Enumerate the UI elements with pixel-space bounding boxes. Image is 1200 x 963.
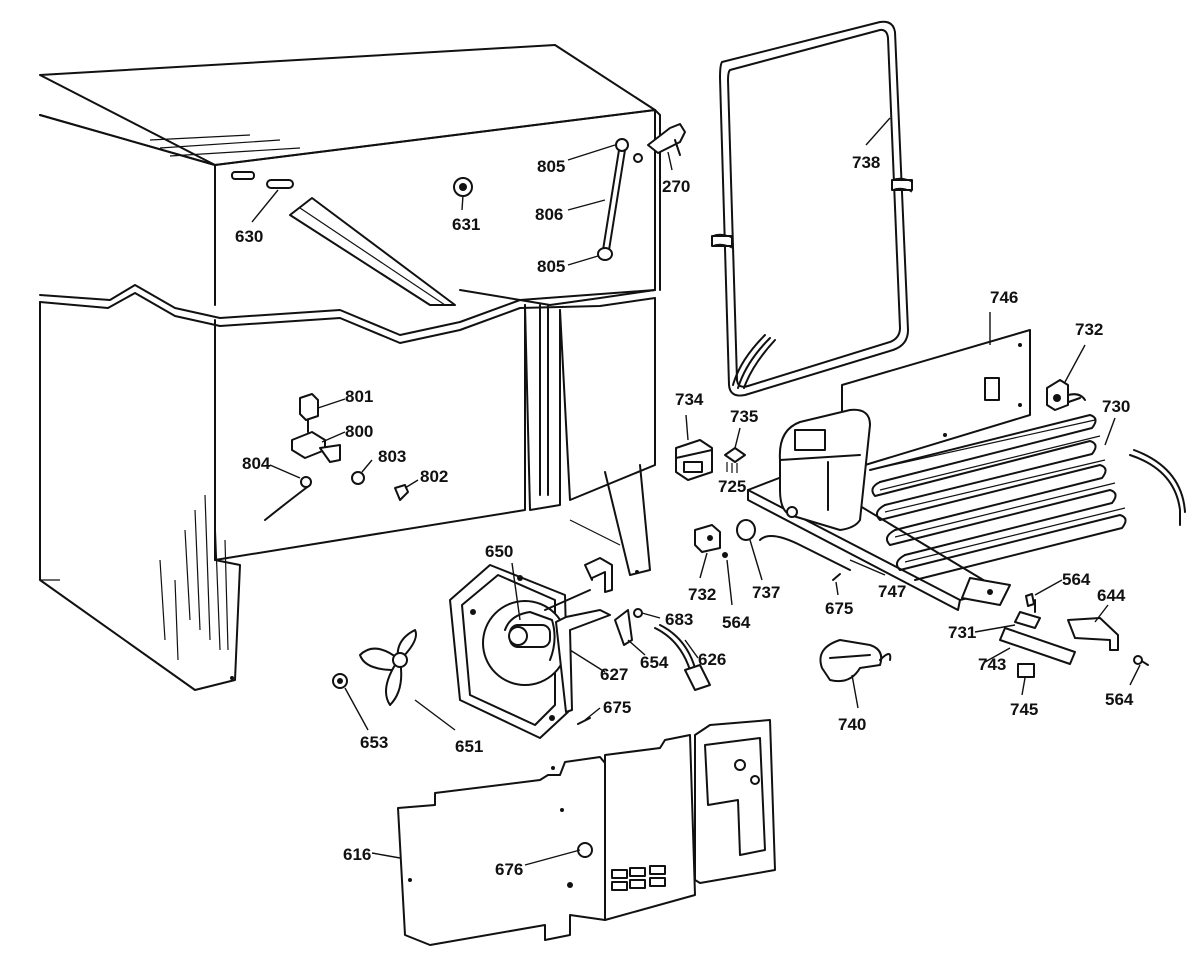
label-630: 630 xyxy=(235,227,263,246)
label-653: 653 xyxy=(360,733,388,752)
mounting-hardware xyxy=(961,577,1149,678)
label-734: 734 xyxy=(675,390,704,409)
terminal-clip xyxy=(724,447,746,473)
label-803: 803 xyxy=(378,447,406,466)
label-725: 725 xyxy=(718,477,746,496)
label-745: 745 xyxy=(1010,700,1038,719)
label-800: 800 xyxy=(345,422,373,441)
callout-labels: 630 631 805 806 805 270 738 746 732 730 … xyxy=(235,153,1134,879)
thermostat-parts xyxy=(264,393,409,521)
rear-cover xyxy=(397,719,776,946)
label-564-left: 564 xyxy=(722,613,751,632)
label-564-mid: 564 xyxy=(1062,570,1091,589)
label-740: 740 xyxy=(838,715,866,734)
label-270: 270 xyxy=(662,177,690,196)
label-626: 626 xyxy=(698,650,726,669)
label-731: 731 xyxy=(948,623,976,642)
label-804: 804 xyxy=(242,454,271,473)
label-806: 806 xyxy=(535,205,563,224)
label-746: 746 xyxy=(990,288,1018,307)
label-616: 616 xyxy=(343,845,371,864)
screw-675a xyxy=(832,573,841,581)
label-631: 631 xyxy=(452,215,480,234)
condenser-assembly xyxy=(747,329,1186,611)
label-676: 676 xyxy=(495,860,523,879)
wire-harness xyxy=(654,624,711,691)
capacitor xyxy=(736,519,756,541)
label-627: 627 xyxy=(600,665,628,684)
label-732-top: 732 xyxy=(1075,320,1103,339)
shroud-bracket xyxy=(555,609,611,713)
label-654: 654 xyxy=(640,653,669,672)
label-738: 738 xyxy=(852,153,880,172)
door-gasket xyxy=(711,20,913,397)
label-805-bottom: 805 xyxy=(537,257,565,276)
label-735: 735 xyxy=(730,407,758,426)
leader-lines xyxy=(251,117,1141,866)
label-737: 737 xyxy=(752,583,780,602)
label-651: 651 xyxy=(455,737,483,756)
label-650: 650 xyxy=(485,542,513,561)
label-564-right: 564 xyxy=(1105,690,1134,709)
screw-675b xyxy=(577,717,591,725)
label-730: 730 xyxy=(1102,397,1130,416)
rod-assembly xyxy=(597,123,686,261)
cabinet xyxy=(39,44,661,691)
fan-blade xyxy=(359,629,417,706)
relay xyxy=(675,439,713,481)
label-802: 802 xyxy=(420,467,448,486)
label-675-upper: 675 xyxy=(825,599,853,618)
label-805-top: 805 xyxy=(537,157,565,176)
screw-564a xyxy=(722,552,728,558)
condenser-coil xyxy=(869,397,1186,581)
label-747: 747 xyxy=(878,582,906,601)
wire-clip xyxy=(614,609,633,646)
label-801: 801 xyxy=(345,387,373,406)
fan-shroud xyxy=(449,564,591,739)
label-683: 683 xyxy=(665,610,693,629)
label-732-bottom: 732 xyxy=(688,585,716,604)
nut-683 xyxy=(633,608,643,618)
heater-wire xyxy=(819,639,892,683)
label-675-lower: 675 xyxy=(603,698,631,717)
small-bracket xyxy=(584,557,613,593)
label-644: 644 xyxy=(1097,586,1126,605)
label-743: 743 xyxy=(978,655,1006,674)
